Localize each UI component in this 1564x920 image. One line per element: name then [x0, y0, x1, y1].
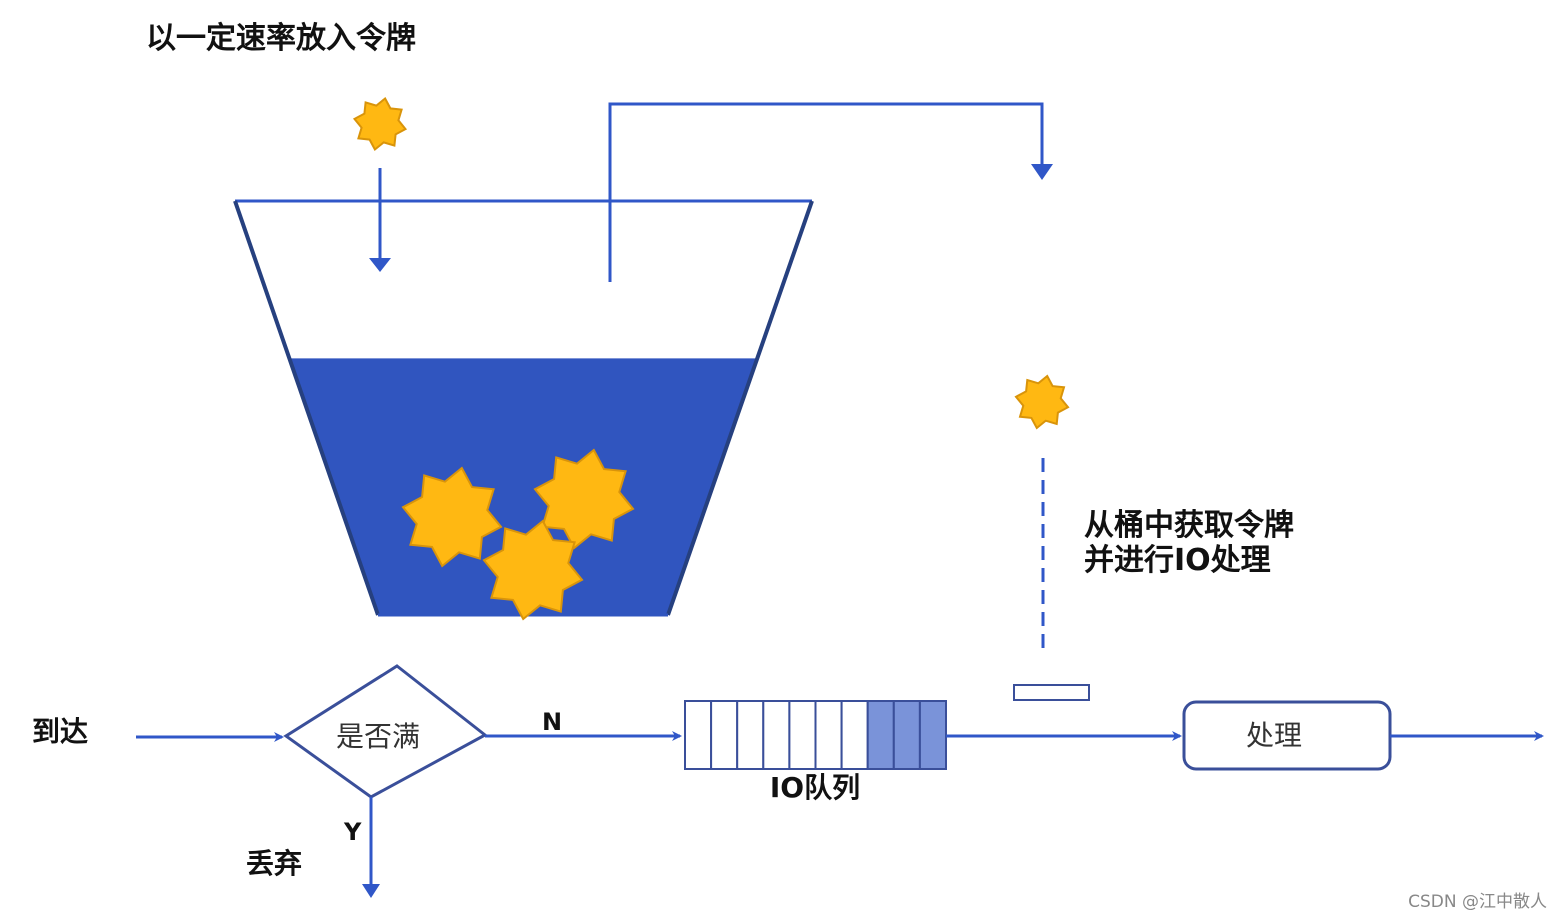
get-token-label-line1: 从桶中获取令牌 [1084, 508, 1294, 543]
token-take-arrowhead [1031, 164, 1053, 180]
token-icon [352, 96, 408, 152]
token-drop-arrowhead [369, 258, 391, 272]
token-take-line [608, 102, 1044, 282]
decision-label: 是否满 [336, 720, 420, 753]
arrive-label: 到达 [32, 715, 88, 748]
yes-branch-arrowhead [362, 884, 380, 898]
get-token-label-line2: 并进行IO处理 [1084, 543, 1271, 578]
io-queue [684, 700, 948, 770]
bucket-token-icon [533, 448, 635, 550]
queue-slot-filled [918, 700, 948, 770]
queue-slot-filled [866, 700, 895, 770]
branch-no-label: N [542, 708, 562, 736]
queue-slot-empty [788, 700, 817, 770]
queue-slot-filled [892, 700, 921, 770]
queue-slot-empty [840, 700, 869, 770]
put-tokens-label: 以一定速率放入令牌 [146, 21, 416, 56]
taken-token-icon [1014, 374, 1070, 430]
discard-label: 丢弃 [246, 847, 302, 880]
watermark: CSDN @江中散人 [1408, 892, 1547, 912]
branch-yes-label: Y [343, 818, 362, 846]
token-slot [1013, 684, 1090, 701]
io-queue-label: IO队列 [770, 771, 860, 804]
queue-slot-empty [736, 700, 765, 770]
queue-slot-empty [710, 700, 739, 770]
queue-slot-empty [762, 700, 791, 770]
bucket-tokens [401, 448, 635, 621]
incoming-token-icon [352, 96, 408, 152]
queue-slot-empty [814, 700, 843, 770]
bucket-fill [289, 358, 758, 615]
queue-slot-empty [684, 700, 713, 770]
process-label: 处理 [1246, 719, 1302, 752]
bucket-token-icon [401, 466, 503, 568]
token-icon [1014, 374, 1070, 430]
bucket-token-icon [482, 519, 584, 621]
